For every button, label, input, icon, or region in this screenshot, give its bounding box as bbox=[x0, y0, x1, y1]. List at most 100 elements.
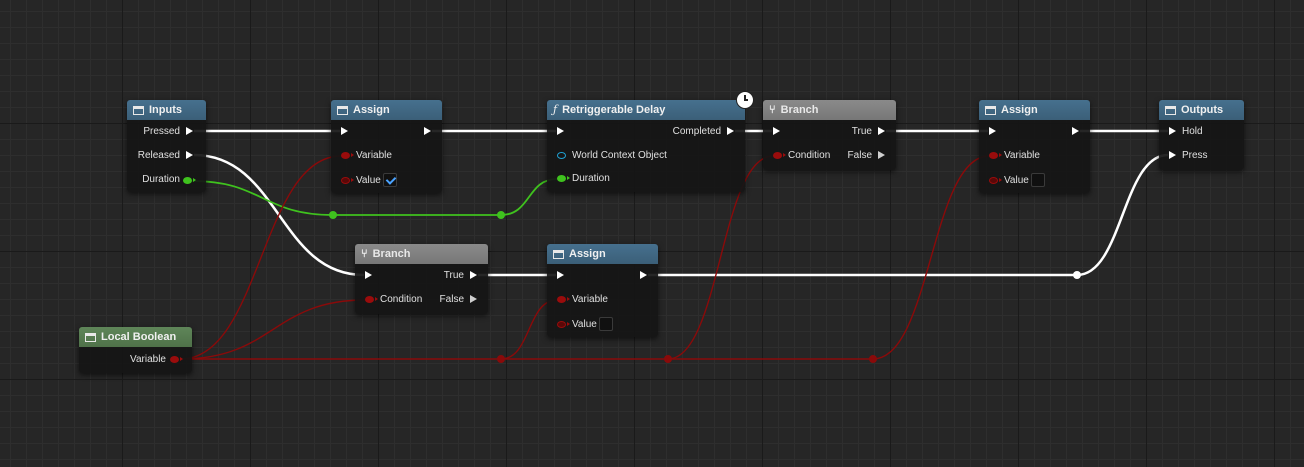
bool-in-pin-condition[interactable] bbox=[773, 152, 786, 159]
branch-node-2[interactable]: ⑂ Branch True Condition False bbox=[355, 244, 488, 314]
bool-in-pin-variable[interactable] bbox=[989, 152, 1002, 159]
pin-label-duration: Duration bbox=[572, 173, 610, 184]
struct-icon bbox=[553, 249, 564, 259]
exec-out-pin[interactable] bbox=[424, 127, 431, 135]
float-out-pin-duration[interactable] bbox=[183, 177, 196, 184]
pin-label-variable: Variable bbox=[1004, 150, 1040, 161]
node-title: Branch bbox=[372, 248, 411, 260]
retriggerable-delay-node-header[interactable]: ƒ Retriggerable Delay bbox=[547, 100, 745, 120]
exec-out-pin-false[interactable] bbox=[470, 294, 477, 303]
inputs-node[interactable]: Inputs Pressed Released Duration bbox=[127, 100, 206, 192]
node-title: Retriggerable Delay bbox=[562, 104, 666, 116]
exec-out-pin-completed[interactable] bbox=[727, 127, 734, 135]
pin-label-variable: Variable bbox=[572, 294, 608, 305]
reroute-knot-bool-2[interactable] bbox=[664, 355, 672, 363]
pin-label-true: True bbox=[443, 270, 464, 281]
exec-out-pin-true[interactable] bbox=[470, 271, 477, 279]
bool-in-pin-value[interactable] bbox=[557, 321, 570, 328]
exec-out-pin-pressed[interactable] bbox=[186, 127, 193, 135]
pin-label-world-context: World Context Object bbox=[572, 150, 667, 161]
exec-out-pin[interactable] bbox=[640, 271, 647, 279]
pin-label-hold: Hold bbox=[1182, 126, 1203, 137]
exec-in-pin-press[interactable] bbox=[1169, 151, 1176, 159]
outputs-node[interactable]: Outputs Hold Press bbox=[1159, 100, 1244, 170]
pin-label-false: False bbox=[847, 150, 872, 161]
branch-node-1-header[interactable]: ⑂ Branch bbox=[763, 100, 896, 120]
assign-node-2-header[interactable]: Assign bbox=[547, 244, 658, 264]
pin-label-condition: Condition bbox=[380, 294, 423, 305]
reroute-knot-bool-3[interactable] bbox=[869, 355, 877, 363]
bool-in-pin-condition[interactable] bbox=[365, 296, 378, 303]
struct-icon bbox=[133, 105, 144, 115]
exec-in-pin[interactable] bbox=[773, 127, 780, 135]
clock-icon bbox=[736, 91, 754, 109]
bool-in-pin-variable[interactable] bbox=[557, 296, 570, 303]
bool-in-pin-value[interactable] bbox=[989, 177, 1002, 184]
retriggerable-delay-node[interactable]: ƒ Retriggerable Delay Completed World Co… bbox=[547, 91, 754, 192]
pin-label-released: Released bbox=[137, 150, 180, 161]
pin-label-condition: Condition bbox=[788, 150, 831, 161]
assign-node-3-header[interactable]: Assign bbox=[979, 100, 1090, 120]
branch-icon: ⑂ bbox=[769, 104, 776, 116]
assign-node-3[interactable]: Assign Variable Value bbox=[979, 100, 1090, 193]
pin-label-value: Value bbox=[356, 175, 381, 186]
exec-out-pin-released[interactable] bbox=[186, 151, 193, 159]
reroute-knot-float-1[interactable] bbox=[329, 211, 337, 219]
pin-label-variable: Variable bbox=[130, 354, 166, 365]
float-wire-duration-to-knot[interactable] bbox=[191, 180, 334, 216]
pin-label-true: True bbox=[851, 126, 872, 137]
assign-node-2[interactable]: Assign Variable Value bbox=[547, 244, 658, 337]
reroute-knot-exec[interactable] bbox=[1073, 271, 1081, 279]
branch-node-1[interactable]: ⑂ Branch True Condition False bbox=[763, 100, 896, 170]
node-title: Assign bbox=[353, 104, 390, 116]
float-in-pin-duration[interactable] bbox=[557, 175, 570, 182]
value-checkbox[interactable] bbox=[383, 173, 397, 187]
bool-wire-local-to-assign1[interactable] bbox=[180, 155, 342, 360]
bool-wire-knot-to-assign3[interactable] bbox=[872, 155, 990, 360]
node-title: Branch bbox=[780, 104, 819, 116]
exec-in-pin[interactable] bbox=[365, 271, 372, 279]
bool-in-pin-value[interactable] bbox=[341, 177, 354, 184]
struct-icon bbox=[1165, 105, 1176, 115]
struct-icon bbox=[337, 105, 348, 115]
exec-in-pin[interactable] bbox=[341, 127, 348, 135]
struct-icon bbox=[985, 105, 996, 115]
node-title: Assign bbox=[569, 248, 606, 260]
bool-wire-local-to-branch2[interactable] bbox=[180, 299, 366, 360]
reroute-knot-bool-1[interactable] bbox=[497, 355, 505, 363]
inputs-node-header[interactable]: Inputs bbox=[127, 100, 206, 120]
local-boolean-node-header[interactable]: Local Boolean bbox=[79, 327, 192, 347]
bool-wire-knot-to-branch1[interactable] bbox=[667, 155, 774, 360]
exec-out-pin-false[interactable] bbox=[878, 150, 885, 159]
branch-icon: ⑂ bbox=[361, 248, 368, 260]
assign-node-1[interactable]: Assign Variable Value bbox=[331, 100, 442, 193]
value-checkbox[interactable] bbox=[1031, 173, 1045, 187]
object-in-pin-world-context[interactable] bbox=[557, 152, 566, 159]
node-title: Inputs bbox=[149, 104, 182, 116]
value-checkbox[interactable] bbox=[599, 317, 613, 331]
function-icon: ƒ bbox=[553, 103, 558, 116]
exec-in-pin-hold[interactable] bbox=[1169, 127, 1176, 135]
exec-in-pin[interactable] bbox=[557, 127, 564, 135]
exec-wire-reroute-to-press[interactable] bbox=[1076, 153, 1169, 277]
pin-label-pressed: Pressed bbox=[143, 126, 180, 137]
local-boolean-node[interactable]: Local Boolean Variable bbox=[79, 327, 192, 373]
node-title: Assign bbox=[1001, 104, 1038, 116]
node-title: Local Boolean bbox=[101, 331, 177, 343]
pin-label-value: Value bbox=[1004, 175, 1029, 186]
exec-in-pin[interactable] bbox=[557, 271, 564, 279]
exec-out-pin-true[interactable] bbox=[878, 127, 885, 135]
branch-node-2-header[interactable]: ⑂ Branch bbox=[355, 244, 488, 264]
exec-out-pin[interactable] bbox=[1072, 127, 1079, 135]
pin-label-completed: Completed bbox=[672, 126, 721, 137]
assign-node-1-header[interactable]: Assign bbox=[331, 100, 442, 120]
pin-label-duration: Duration bbox=[142, 174, 180, 185]
exec-in-pin[interactable] bbox=[989, 127, 996, 135]
bool-in-pin-variable[interactable] bbox=[341, 152, 354, 159]
pin-label-value: Value bbox=[572, 319, 597, 330]
outputs-node-header[interactable]: Outputs bbox=[1159, 100, 1244, 120]
bool-out-pin-variable[interactable] bbox=[170, 356, 183, 363]
reroute-knot-float-2[interactable] bbox=[497, 211, 505, 219]
